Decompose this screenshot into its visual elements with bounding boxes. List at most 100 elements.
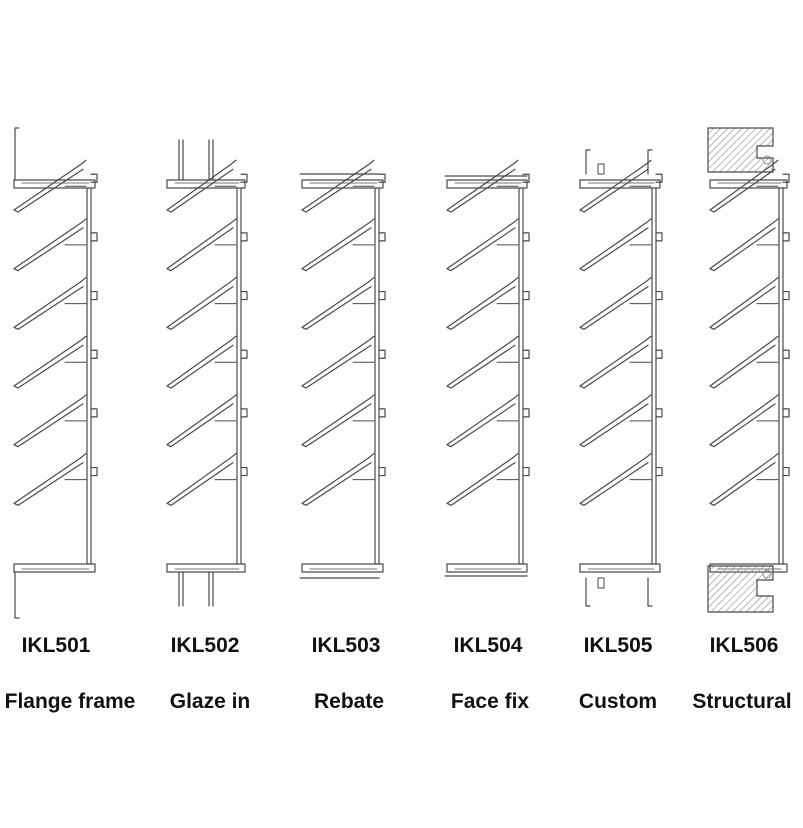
louvre-blade (446, 335, 519, 389)
blade-clip (522, 232, 530, 242)
blade-clip (522, 290, 530, 301)
louvre-blade (166, 276, 237, 330)
blade-clip (90, 349, 98, 359)
fixing-screw-icon (597, 577, 605, 589)
head-member (709, 179, 788, 189)
bolt-icon (762, 155, 772, 165)
custom-channel-bottom (585, 577, 653, 607)
louvre-blade (709, 335, 779, 389)
frame-type-label: Rebate (313, 690, 385, 713)
mullion-line (778, 187, 784, 565)
fixing-screw-icon (597, 163, 605, 175)
louvre-blade (446, 452, 519, 506)
sill-member (166, 563, 246, 573)
head-member (13, 179, 96, 189)
louvre-blade (579, 276, 652, 330)
louvre-blade (709, 276, 779, 330)
structural-member-top (707, 127, 774, 173)
louvre-blade (13, 276, 87, 330)
blade-clip (240, 466, 248, 477)
mullion-line (86, 187, 92, 565)
sill-member (301, 563, 384, 573)
profile-code-label: IKL501 (21, 634, 91, 657)
blade-clip (655, 408, 663, 418)
blade-clip (782, 173, 790, 183)
frame-type-label: Custom (578, 690, 658, 713)
blade-clip (522, 408, 530, 418)
blade-clip (522, 173, 530, 183)
sill-member (13, 563, 96, 573)
frame-type-label: Glaze in (169, 690, 251, 713)
mullion-line (236, 187, 242, 565)
louvre-blade (446, 394, 519, 448)
louvre-blade (301, 452, 375, 506)
louvre-blade (301, 335, 375, 389)
blade-clip (782, 408, 790, 418)
louvre-profile-structural (707, 127, 790, 613)
frame-type-label: Flange frame (4, 690, 136, 713)
blade-clip (90, 408, 98, 418)
louvre-blade (13, 159, 87, 213)
blade-clip (782, 466, 790, 477)
blade-clip (655, 290, 663, 301)
head-member (446, 179, 528, 189)
frame-type-label: Face fix (450, 690, 530, 713)
louvre-profile-flange (13, 127, 98, 619)
custom-channel-top (585, 149, 653, 175)
blade-clip (90, 232, 98, 242)
blade-clip (240, 349, 248, 359)
louvre-blade (579, 159, 652, 213)
glazing-legs-top (178, 139, 214, 181)
blade-clip (655, 349, 663, 359)
blade-clip (240, 290, 248, 301)
flange-top (14, 127, 20, 181)
mullion-line (518, 187, 524, 565)
louvre-profile-face (444, 159, 530, 577)
blade-clip (378, 173, 386, 183)
blade-clip (378, 349, 386, 359)
louvre-blade (301, 394, 375, 448)
profile-code-label: IKL505 (583, 634, 653, 657)
louvre-blade (166, 452, 237, 506)
mullion-line (651, 187, 657, 565)
blade-clip (782, 290, 790, 301)
louvre-blade (301, 276, 375, 330)
louvre-blade (13, 452, 87, 506)
blade-clip (378, 290, 386, 301)
sill-member (579, 563, 661, 573)
flange-bottom (14, 571, 20, 619)
blade-clip (655, 173, 663, 183)
blade-clip (240, 232, 248, 242)
blade-clip (90, 173, 98, 183)
louvre-blade (301, 218, 375, 272)
louvre-profile-custom (579, 149, 663, 607)
louvre-blade (709, 394, 779, 448)
bolt-icon (762, 569, 772, 579)
profile-code-label: IKL503 (311, 634, 381, 657)
blade-clip (655, 466, 663, 477)
blade-clip (378, 408, 386, 418)
louvre-blade (579, 335, 652, 389)
blade-clip (378, 232, 386, 242)
profile-code-label: IKL502 (170, 634, 240, 657)
louvre-blade (579, 452, 652, 506)
louvre-blade (166, 335, 237, 389)
louvre-blade (709, 218, 779, 272)
sill-member (446, 563, 528, 573)
louvre-blade (579, 394, 652, 448)
blade-clip (522, 349, 530, 359)
louvre-blade (301, 159, 375, 213)
blade-clip (90, 290, 98, 301)
head-member (166, 179, 246, 189)
louvre-blade (446, 276, 519, 330)
louvre-profile-glaze (166, 139, 248, 607)
mullion-line (374, 187, 380, 565)
louvre-blade (166, 159, 237, 213)
head-member (301, 179, 384, 189)
blade-clip (240, 408, 248, 418)
louvre-blade (709, 452, 779, 506)
glazing-legs-bottom (178, 571, 214, 607)
louvre-blade (166, 218, 237, 272)
head-member (579, 179, 661, 189)
